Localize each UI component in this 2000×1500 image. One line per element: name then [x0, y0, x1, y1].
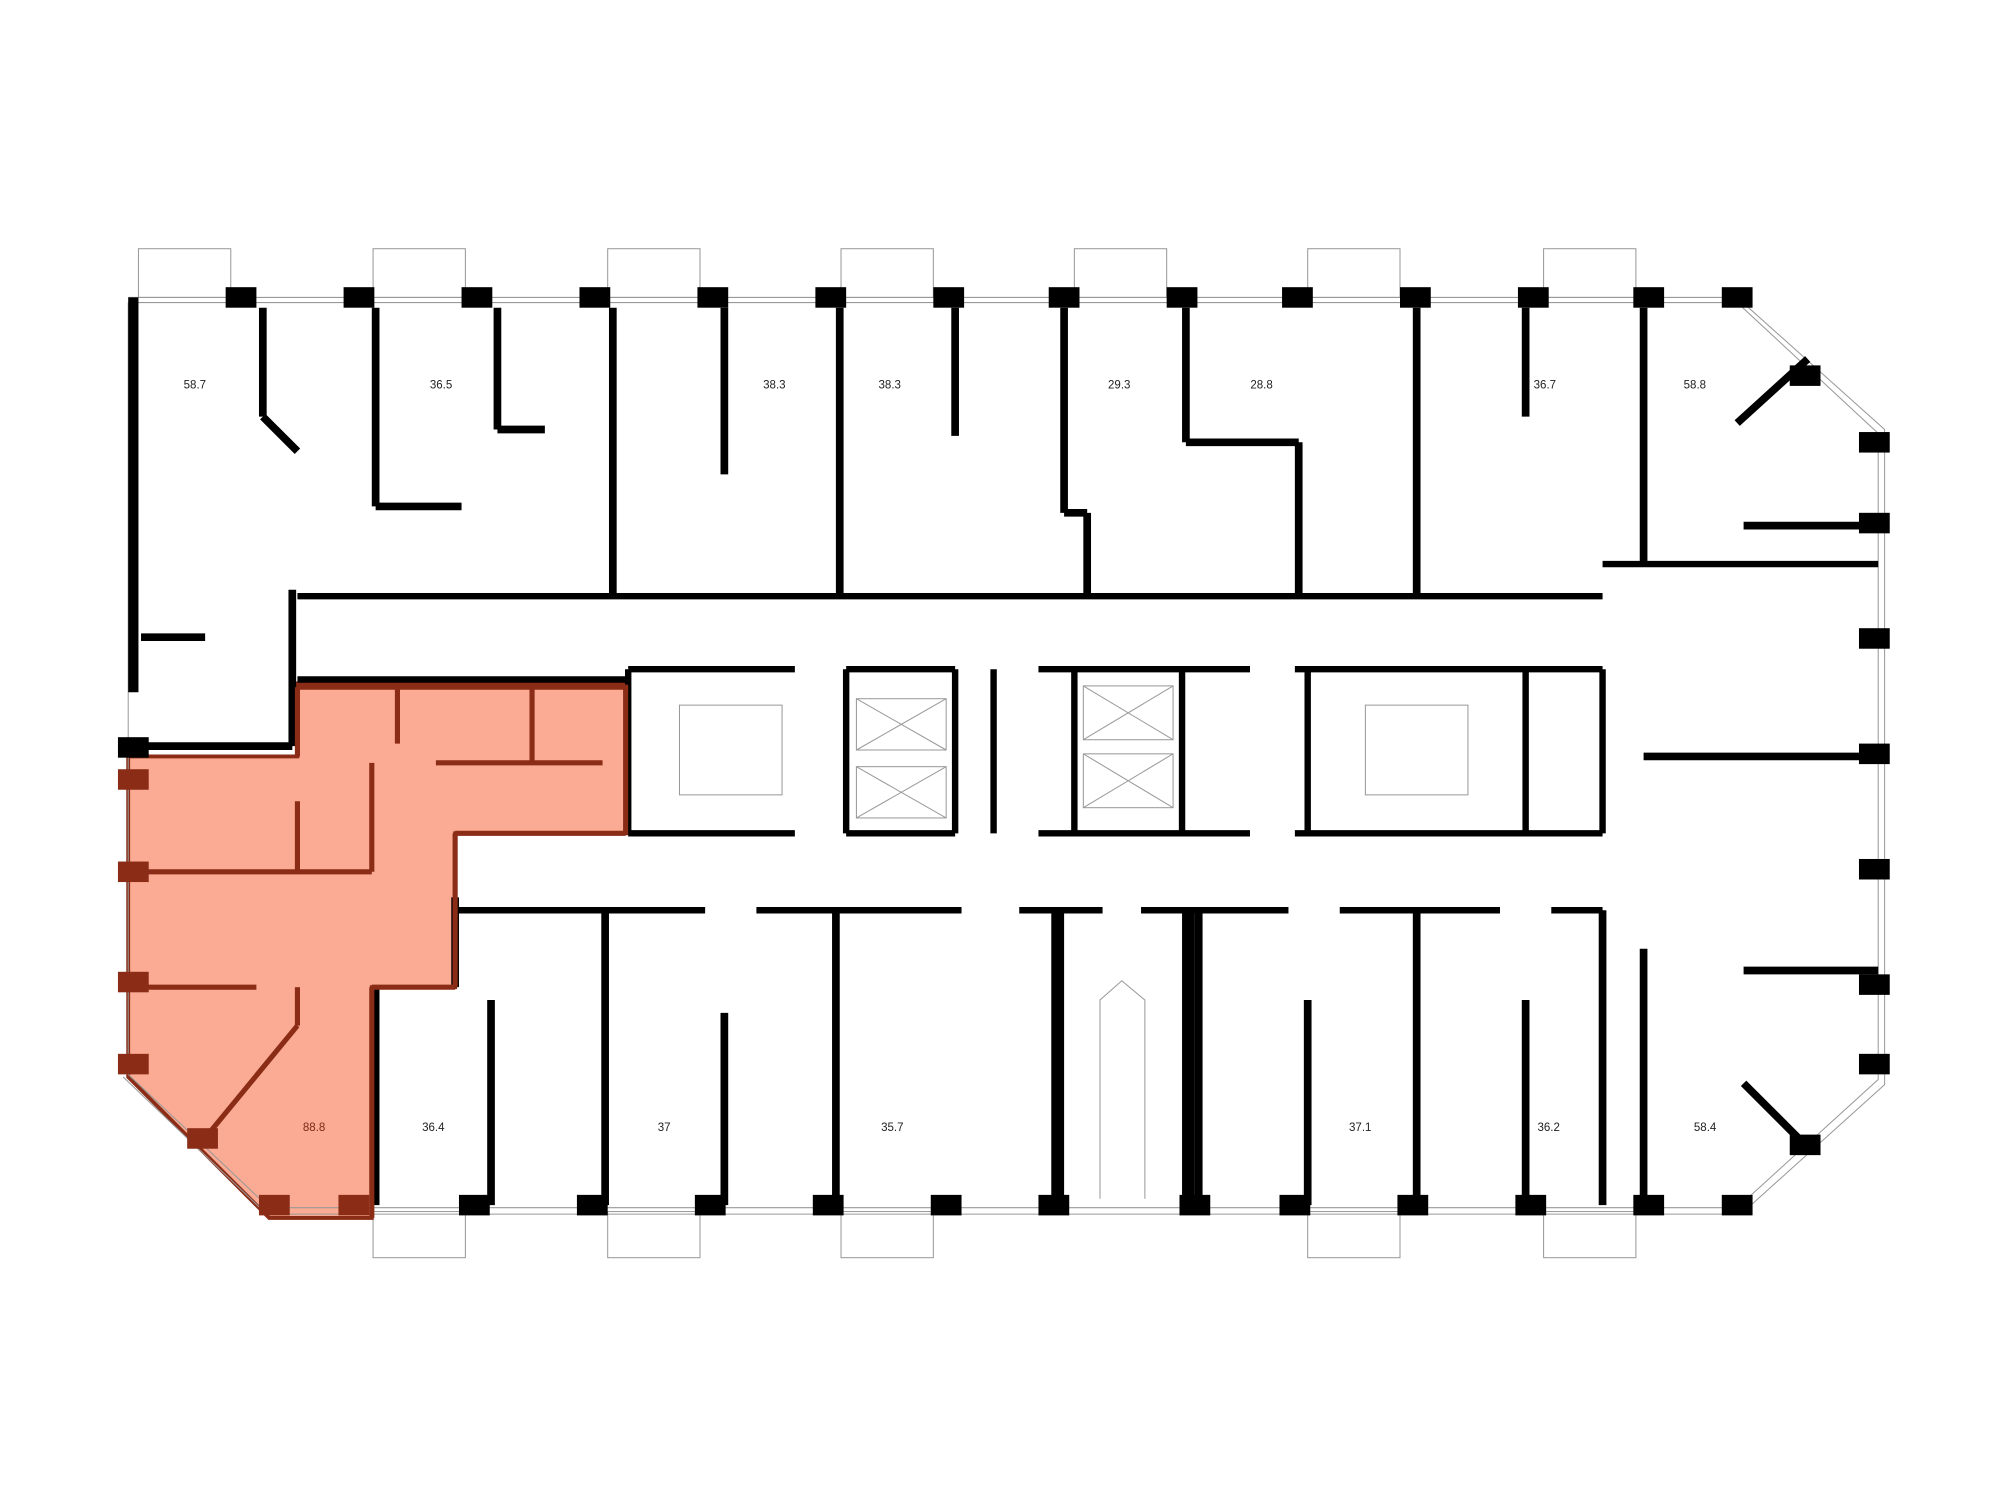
pillar — [1633, 1194, 1665, 1216]
unit-area-label[interactable]: 58.8 — [1684, 379, 1706, 391]
pillar — [117, 737, 149, 758]
pillar — [1858, 858, 1890, 880]
pillar — [461, 287, 493, 308]
pillar — [117, 861, 149, 883]
unit-area-label[interactable]: 35.7 — [881, 1122, 903, 1134]
pillar — [1721, 1194, 1753, 1216]
elevators — [855, 685, 1174, 819]
pillar — [1858, 432, 1890, 453]
apartment-88-8-walls — [141, 684, 629, 1218]
unit-area-label[interactable]: 58.7 — [184, 379, 206, 391]
pillar — [579, 287, 611, 308]
unit-area-label[interactable]: 38.3 — [879, 379, 901, 391]
unit-area-label[interactable]: 37.1 — [1349, 1122, 1371, 1134]
unit-area-label[interactable]: 36.4 — [422, 1122, 445, 1134]
unit-labels: 58.7 36.5 38.3 38.3 29.3 28.8 36.7 58.8 … — [184, 379, 1717, 1133]
pillar — [1633, 287, 1665, 308]
unit-walls — [141, 307, 1879, 1206]
pillar — [1282, 287, 1313, 308]
pillar — [338, 1194, 370, 1216]
pillar — [117, 769, 149, 790]
garbage-chute — [1051, 910, 1195, 1199]
pillar — [1166, 287, 1198, 308]
core — [297, 560, 1879, 914]
pillar — [576, 1194, 608, 1216]
pillar — [1858, 1053, 1890, 1075]
pillar — [1400, 287, 1431, 308]
pillar — [697, 287, 729, 308]
unit-area-label[interactable]: 28.8 — [1250, 379, 1272, 391]
pillar — [815, 287, 847, 308]
pillar — [1858, 628, 1890, 649]
pillar — [1515, 1194, 1547, 1216]
pillar — [933, 287, 965, 308]
unit-area-label[interactable]: 58.4 — [1694, 1122, 1717, 1134]
pillar — [1721, 287, 1753, 308]
pillar — [458, 1194, 490, 1216]
pillar — [1858, 974, 1890, 995]
unit-area-label[interactable]: 29.3 — [1108, 379, 1130, 391]
pillar — [1048, 287, 1080, 308]
unit-area-label[interactable]: 36.2 — [1538, 1122, 1560, 1134]
unit-area-label[interactable]: 37 — [658, 1122, 671, 1134]
pillar — [694, 1194, 726, 1216]
pillar — [343, 287, 375, 308]
stairs — [678, 704, 1469, 796]
pillar — [1038, 1194, 1070, 1216]
selected-unit-area-label[interactable]: 88.8 — [303, 1122, 325, 1134]
pillar — [117, 1053, 149, 1075]
pillar — [117, 971, 149, 993]
pillar — [1517, 287, 1549, 308]
pillar — [930, 1194, 962, 1216]
unit-area-label[interactable]: 36.7 — [1534, 379, 1556, 391]
unit-area-label[interactable]: 38.3 — [763, 379, 785, 391]
pillar — [1279, 1194, 1311, 1216]
unit-area-label[interactable]: 36.5 — [430, 379, 452, 391]
pillar — [225, 287, 257, 308]
pillar — [258, 1194, 290, 1216]
